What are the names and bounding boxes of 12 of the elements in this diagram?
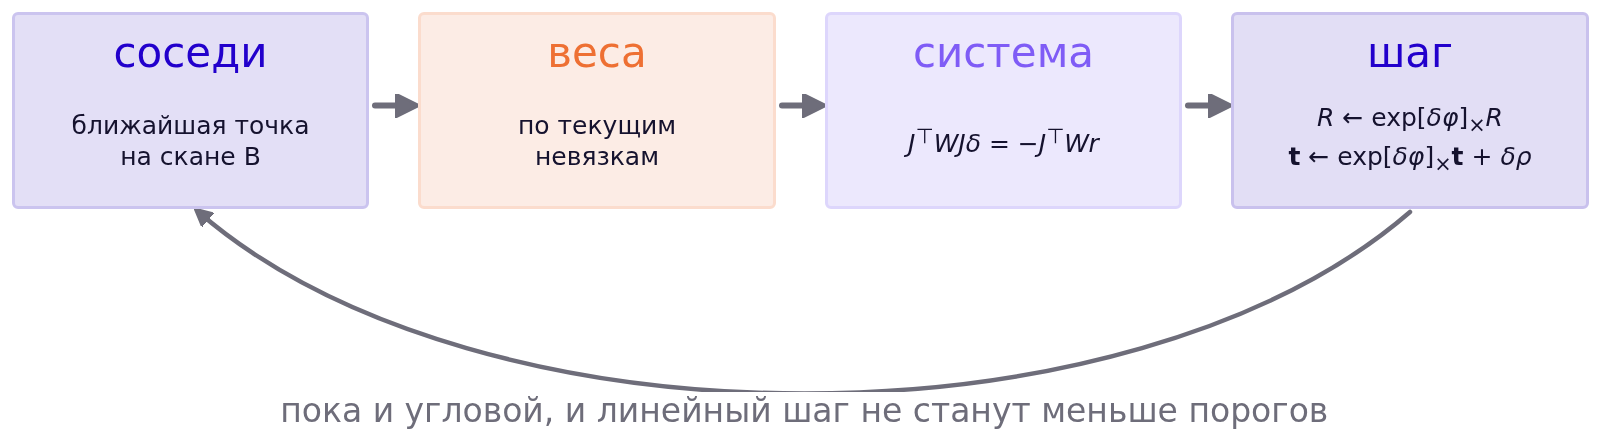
box-title: шаг bbox=[1365, 27, 1455, 79]
process-box bbox=[1231, 12, 1589, 209]
formula: t ← exp[δφ]$_{×}$t + δρ bbox=[1288, 140, 1532, 178]
process-box bbox=[12, 12, 369, 209]
process-box bbox=[825, 12, 1182, 209]
formula: R ← exp[δφ]$_{×}$R bbox=[1317, 101, 1503, 139]
box-title: веса bbox=[546, 27, 648, 79]
process-box bbox=[418, 12, 776, 209]
box-description: ближайшая точка на скане B bbox=[70, 109, 311, 172]
box-description: по текущим невязкам bbox=[516, 109, 678, 172]
box-title: соседи bbox=[112, 27, 269, 79]
box-title: система bbox=[911, 27, 1096, 79]
